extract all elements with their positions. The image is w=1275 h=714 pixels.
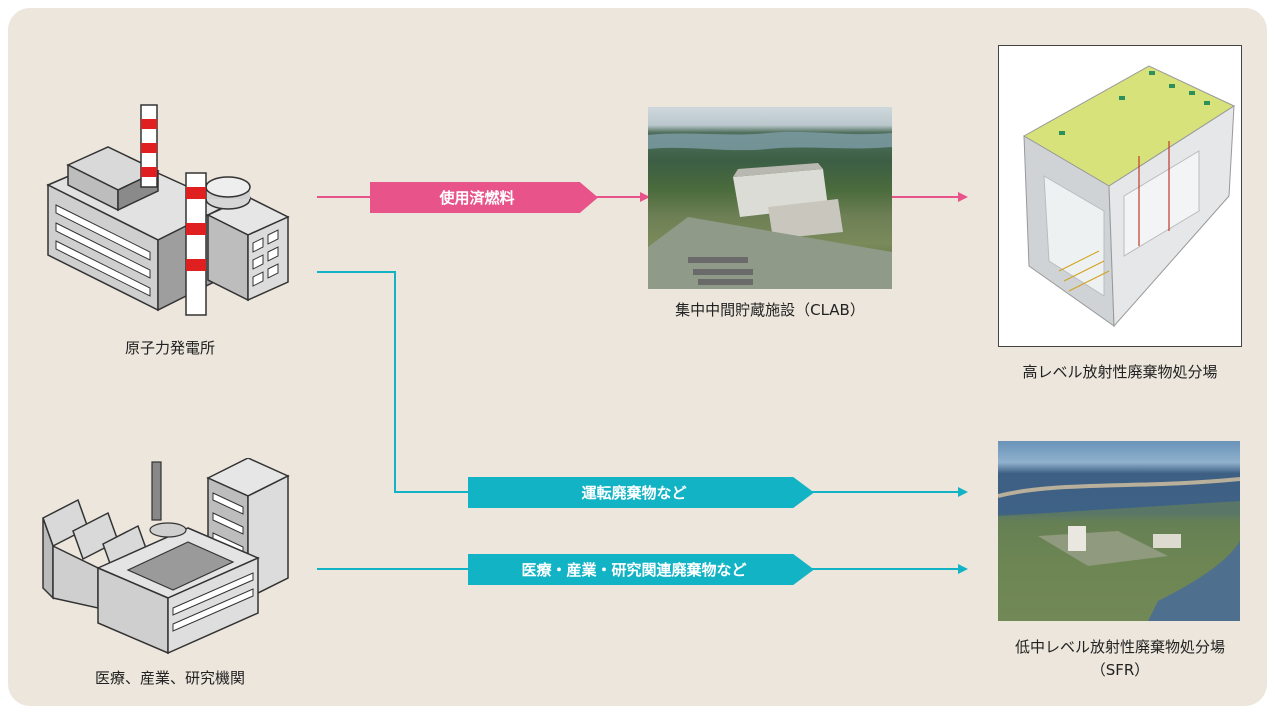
research-facility-icon [42,458,290,655]
hlw-repository-label: 高レベル放射性廃棄物処分場 [1022,363,1218,381]
spent-fuel-label: 使用済燃料 [439,189,515,207]
nuclear-plant-icon [46,104,290,316]
hlw-repository-image [998,45,1242,347]
sfr-label-line2: （SFR） [1090,661,1150,679]
sfr-label-line1: 低中レベル放射性廃棄物処分場 [1014,638,1225,656]
clab-photo [648,107,892,289]
sfr-photo [998,441,1240,621]
operational-waste-tag: 運転廃棄物など [468,477,814,508]
spent-fuel-tag: 使用済燃料 [370,182,598,213]
nuclear-plant-label: 原子力発電所 [124,339,215,357]
medical-industry-label: 医療、産業、研究機関 [94,669,245,687]
medical-waste-tag: 医療・産業・研究関連廃棄物など [468,554,814,585]
clab-label: 集中中間貯蔵施設（CLAB） [675,301,865,319]
operational-waste-label: 運転廃棄物など [581,484,687,502]
medical-waste-label: 医療・産業・研究関連廃棄物など [521,561,747,579]
